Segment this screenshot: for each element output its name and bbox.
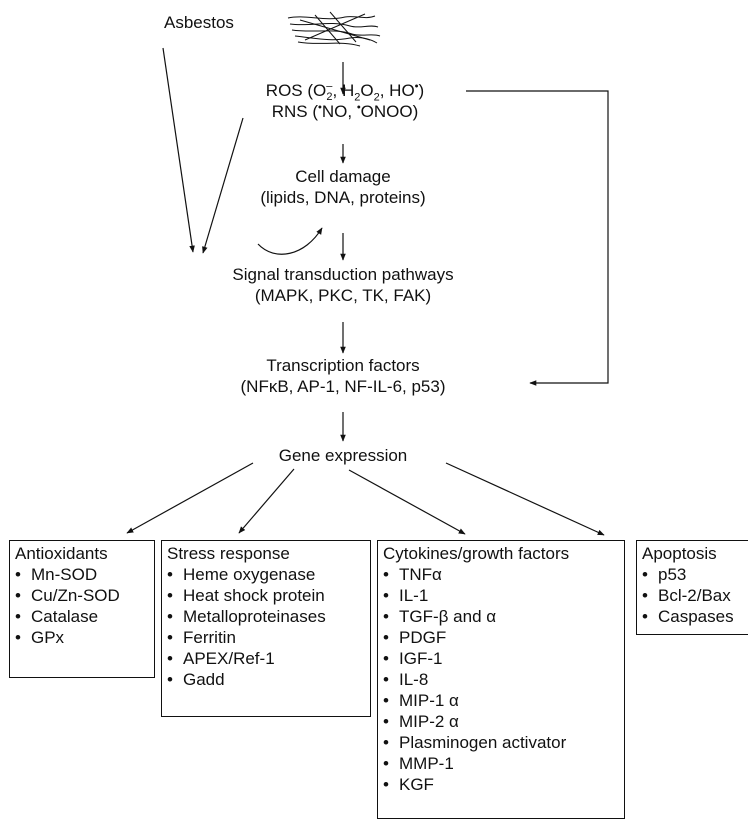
box-title: Antioxidants (15, 544, 108, 563)
list-item: p53 (642, 564, 743, 585)
list-item: MMP-1 (383, 753, 619, 774)
signal-detail: (MAPK, PKC, TK, FAK) (254, 286, 432, 305)
list-item: Caspases (642, 606, 743, 627)
arrow-asbestos-to-signal (162, 47, 195, 253)
cell-damage-title: Cell damage (295, 167, 391, 186)
arrow-ros-to-transcription (466, 90, 609, 386)
gene-expression-label: Gene expression (278, 446, 408, 465)
list-item: Plasminogen activator (383, 732, 619, 753)
list-item: TNFα (383, 564, 619, 585)
list-item: Mn-SOD (15, 564, 149, 585)
signal-title: Signal transduction pathways (232, 265, 454, 284)
arrow-gene-to-cytokines (348, 469, 466, 535)
list-item: TGF-β and α (383, 606, 619, 627)
arrow-gene-to-antioxidants (126, 462, 254, 534)
list-item: Heme oxygenase (167, 564, 365, 585)
list-item: Heat shock protein (167, 585, 365, 606)
list-item: Metalloproteinases (167, 606, 365, 627)
transcription-detail: (NFκB, AP-1, NF-IL-6, p53) (240, 377, 446, 396)
asbestos-label: Asbestos (164, 13, 234, 32)
box-title: Apoptosis (642, 544, 717, 563)
box-cytokines-growth-factors: Cytokines/growth factors TNFα IL-1 TGF-β… (377, 540, 625, 819)
list-item: Cu/Zn-SOD (15, 585, 149, 606)
box-antioxidants: Antioxidants Mn-SOD Cu/Zn-SOD Catalase G… (9, 540, 155, 678)
list-item: IL-1 (383, 585, 619, 606)
arrow-gene-to-apoptosis (445, 462, 605, 536)
box-stress-response: Stress response Heme oxygenase Heat shoc… (161, 540, 371, 717)
arrow-gene-to-stress (238, 468, 295, 534)
list-item: IGF-1 (383, 648, 619, 669)
list-item: Gadd (167, 669, 365, 690)
list-item: MIP-1 α (383, 690, 619, 711)
list-item: KGF (383, 774, 619, 795)
list-item: PDGF (383, 627, 619, 648)
box-apoptosis: Apoptosis p53 Bcl-2/Bax Caspases (636, 540, 748, 635)
cell-damage-detail: (lipids, DNA, proteins) (260, 188, 426, 207)
list-item: Ferritin (167, 627, 365, 648)
asbestos-fibers-icon (287, 11, 381, 47)
arrow-rns-to-signal (202, 117, 244, 254)
list-item: MIP-2 α (383, 711, 619, 732)
list-item: GPx (15, 627, 149, 648)
transcription-title: Transcription factors (266, 356, 420, 375)
list-item: Catalase (15, 606, 149, 627)
ros-label: ROS (O–2, H2O2, HO•) (265, 80, 425, 104)
list-item: Bcl-2/Bax (642, 585, 743, 606)
list-item: APEX/Ref-1 (167, 648, 365, 669)
box-title: Cytokines/growth factors (383, 544, 570, 563)
box-title: Stress response (167, 544, 290, 563)
arrow-signal-feedback-to-cell-damage (257, 227, 323, 255)
list-item: IL-8 (383, 669, 619, 690)
rns-label: RNS (•NO, •ONOO) (271, 101, 419, 121)
